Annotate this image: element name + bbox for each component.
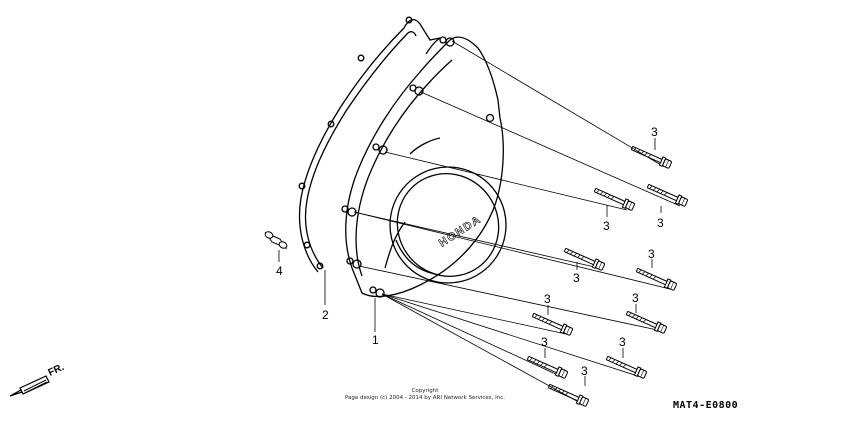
bolt-7 xyxy=(530,310,574,337)
callout-4: 4 xyxy=(276,264,283,278)
callout-3j: 3 xyxy=(581,364,588,378)
copyright-text: Page design (c) 2004 - 2014 by ARI Netwo… xyxy=(344,395,506,401)
brand-mark: HONDA xyxy=(437,213,484,249)
bolt-8 xyxy=(604,353,648,380)
callout-3e: 3 xyxy=(648,247,655,261)
callout-3c: 3 xyxy=(657,216,664,230)
bolt-10 xyxy=(546,381,590,408)
callout-3i: 3 xyxy=(541,335,548,349)
callout-3d: 3 xyxy=(573,271,580,285)
callout-1: 1 xyxy=(372,333,379,347)
callout-leaders xyxy=(278,138,662,386)
bolt-4 xyxy=(562,245,606,272)
copyright-title: Copyright xyxy=(411,388,439,394)
callout-3h: 3 xyxy=(619,335,626,349)
callout-3a: 3 xyxy=(651,125,658,139)
callout-3b: 3 xyxy=(603,219,610,233)
bolt-9 xyxy=(525,353,569,380)
diagram-code: MAT4-E0800 xyxy=(673,400,739,411)
callout-2: 2 xyxy=(322,308,329,322)
callout-3f: 3 xyxy=(544,292,551,306)
bolt-2 xyxy=(645,181,689,208)
bolt-1 xyxy=(629,143,673,170)
callouts: 4 2 1 3 3 3 3 3 3 3 3 3 3 xyxy=(276,125,664,378)
dowel-pin xyxy=(264,231,288,250)
bolt-leader-lines xyxy=(353,40,681,406)
bolt-5 xyxy=(634,265,678,292)
callout-3g: 3 xyxy=(632,291,639,305)
bolts xyxy=(525,143,689,408)
front-direction-arrow-icon: FR. xyxy=(9,362,66,397)
bolt-6 xyxy=(624,308,668,335)
bolt-3 xyxy=(592,185,636,212)
direction-label: FR. xyxy=(47,362,66,379)
